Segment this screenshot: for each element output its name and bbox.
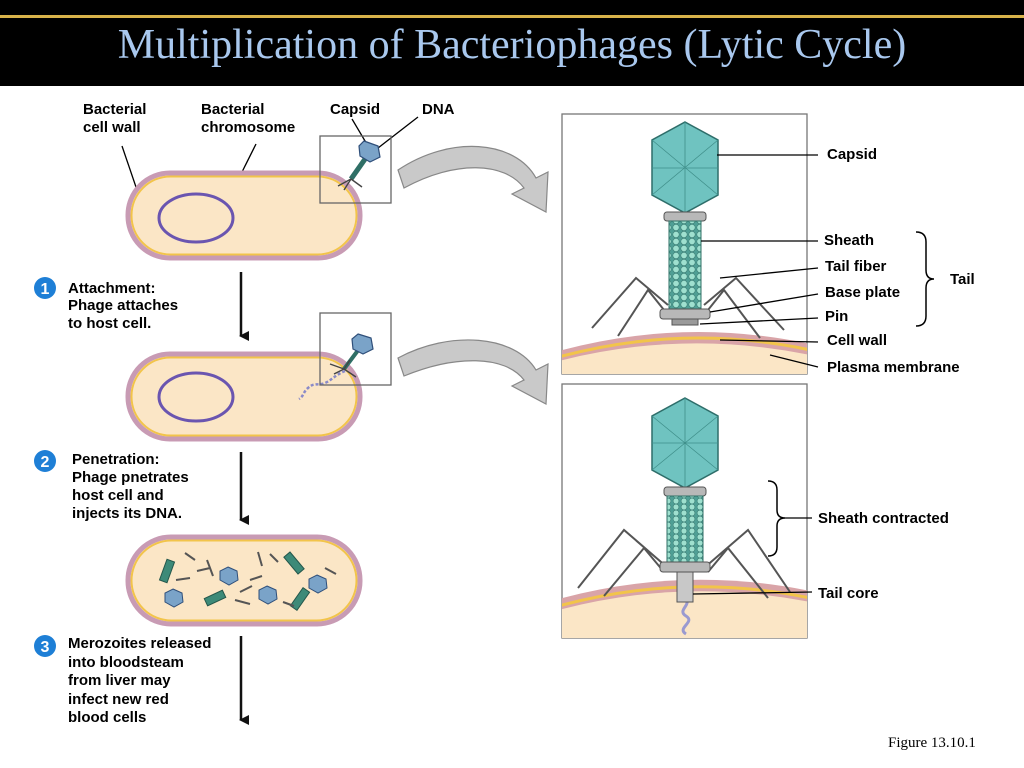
tail-brace [915, 231, 935, 327]
label-plasma-membrane: Plasma membrane [827, 359, 960, 376]
label-bacterial-cell-wall: Bacterial cell wall [83, 101, 146, 136]
label-capsid-small: Capsid [330, 101, 380, 118]
step-badge-1 [34, 277, 56, 299]
svg-text:3: 3 [41, 639, 50, 656]
label-tail: Tail [950, 271, 975, 288]
svg-text:2: 2 [41, 454, 50, 471]
svg-text:Bacterial: Bacterial [83, 101, 146, 118]
bacterial-chromosome-2 [157, 371, 235, 423]
step-badge-3 [34, 635, 56, 657]
label-bacterial-chromosome: Bacterial chromosome [201, 101, 295, 136]
step-1: 1 Attachment: Phage attaches to host cel… [34, 277, 178, 332]
label-tail-core: Tail core [818, 585, 879, 602]
svg-text:chromosome: chromosome [201, 119, 295, 136]
svg-text:injects its DNA.: injects its DNA. [72, 505, 182, 522]
label-cell-wall: Cell wall [827, 332, 887, 349]
svg-text:Bacterial: Bacterial [201, 101, 264, 118]
phage-attached-small-1 [337, 140, 381, 191]
svg-text:blood cells: blood cells [68, 709, 146, 726]
bacterial-cell-2 [125, 351, 363, 442]
zoom-arrow-1 [397, 145, 549, 213]
zoom-box-2 [319, 312, 392, 386]
svg-text:Attachment:: Attachment: [68, 280, 156, 297]
label-pin: Pin [825, 308, 848, 325]
label-capsid: Capsid [827, 146, 877, 163]
step-2: 2 Penetration: Phage pnetrates host cell… [34, 450, 189, 522]
phage-attached-small-2 [329, 333, 374, 378]
phage-components [158, 551, 337, 612]
svg-text:to host cell.: to host cell. [68, 315, 151, 332]
svg-text:Phage pnetrates: Phage pnetrates [72, 469, 189, 486]
label-dna: DNA [422, 101, 455, 118]
zoom-box-1 [319, 135, 392, 204]
bacterial-chromosome-1 [157, 192, 235, 244]
svg-text:cell wall: cell wall [83, 119, 141, 136]
step-3: 3 Merozoites released into bloodsteam fr… [34, 635, 211, 726]
svg-text:Merozoites released: Merozoites released [68, 635, 211, 652]
leader-cell-wall [121, 145, 138, 191]
svg-text:infect new red: infect new red [68, 691, 169, 708]
title-bar: Multiplication of Bacteriophages (Lytic … [0, 0, 1024, 86]
step-badge-2 [34, 450, 56, 472]
page-title: Multiplication of Bacteriophages (Lytic … [117, 22, 907, 68]
bacterial-cell-1 [125, 170, 363, 261]
svg-text:into bloodsteam: into bloodsteam [68, 654, 184, 671]
title-rule [0, 15, 1024, 18]
svg-text:1: 1 [41, 281, 50, 298]
phage-detail-contracted [562, 397, 807, 638]
zoom-arrow-2 [397, 339, 549, 405]
svg-text:from liver may: from liver may [68, 672, 171, 689]
injected-dna [298, 369, 346, 401]
svg-text:Penetration:: Penetration: [72, 451, 160, 468]
label-sheath: Sheath [824, 232, 874, 249]
label-base-plate: Base plate [825, 284, 900, 301]
label-tail-fiber: Tail fiber [825, 258, 887, 275]
svg-text:Phage attaches: Phage attaches [68, 297, 178, 314]
leader-dna [377, 116, 419, 149]
figure-caption: Figure 13.10.1 [888, 735, 976, 751]
svg-text:host cell and: host cell and [72, 487, 164, 504]
phage-detail-attached [562, 121, 807, 374]
label-sheath-contracted: Sheath contracted [818, 510, 949, 527]
